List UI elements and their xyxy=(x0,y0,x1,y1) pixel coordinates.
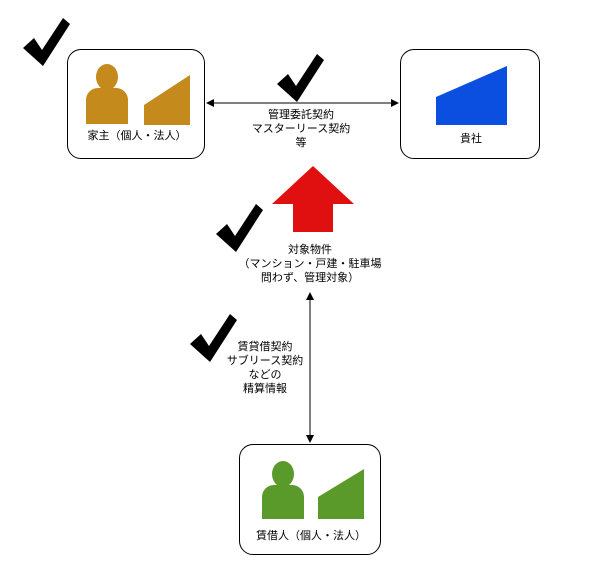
company-building-icon xyxy=(436,66,507,125)
tenant-property-edge-label: 賃貸借契約 サブリース契約 などの 精算情報 xyxy=(226,340,304,395)
owner-company-edge-label: 管理委託契約 マスターリース契約 等 xyxy=(251,108,351,149)
owner-person-icon xyxy=(86,64,128,124)
checkmark-icon xyxy=(23,18,70,66)
property-up-arrow xyxy=(272,166,354,232)
tenant-building-icon xyxy=(318,469,364,519)
tenant-person-icon xyxy=(262,461,304,519)
owner-building-icon xyxy=(144,75,190,125)
owner-node: 家主（個人・法人） xyxy=(67,49,205,159)
checkmark-icon xyxy=(277,54,324,102)
company-label: 貴社 xyxy=(460,132,482,145)
tenant-node: 賃借人（個人・法人） xyxy=(239,444,381,555)
property-label: 対象物件 （マンション・戸建・駐車場 問わず、管理対象） xyxy=(238,243,382,284)
checkmark-icon xyxy=(190,314,237,362)
tenant-label: 賃借人（個人・法人） xyxy=(256,529,366,542)
company-node: 貴社 xyxy=(400,49,540,159)
checkmark-icon xyxy=(216,204,263,252)
owner-label: 家主（個人・法人） xyxy=(87,129,187,142)
